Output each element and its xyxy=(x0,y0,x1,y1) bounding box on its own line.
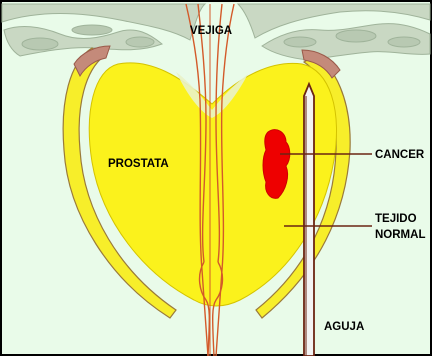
label-prostate: PROSTATA xyxy=(108,158,169,170)
biopsy-needle xyxy=(304,84,314,356)
label-needle: AGUJA xyxy=(324,321,364,333)
label-normal-tissue-line2: NORMAL xyxy=(375,229,425,241)
label-cancer: CANCER xyxy=(375,149,425,161)
label-normal-tissue-line1: TEJIDO xyxy=(375,213,417,225)
label-bladder: VEJIGA xyxy=(190,25,232,37)
